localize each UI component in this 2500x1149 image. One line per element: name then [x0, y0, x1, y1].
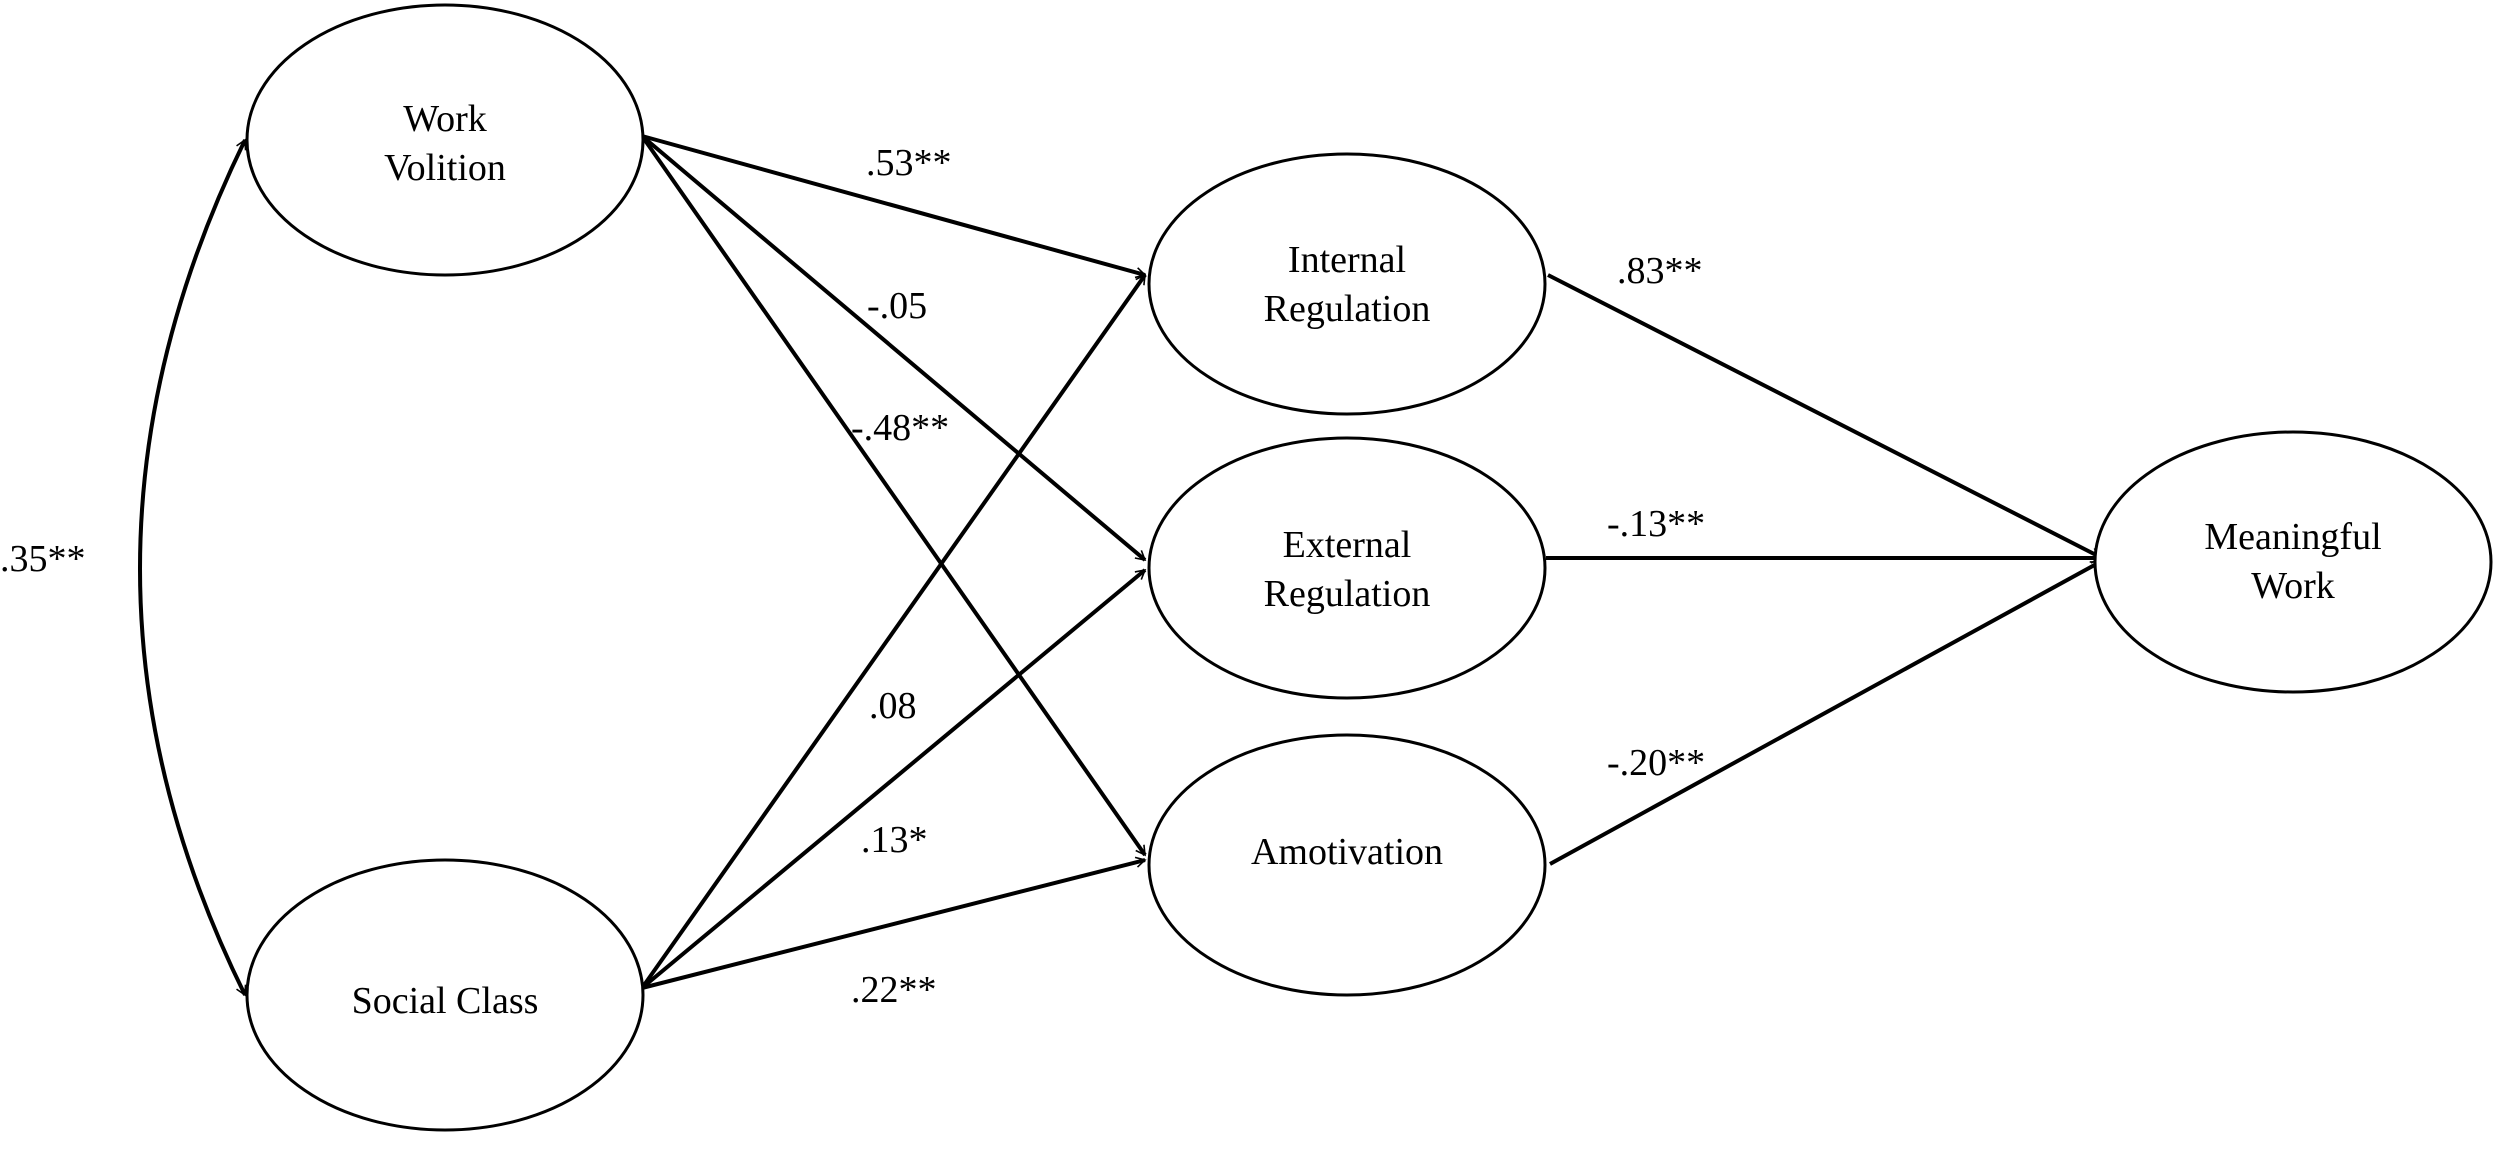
arrow-amotivation-mw [1549, 560, 2102, 866]
node-meaningful-work-label-1: Meaningful [2204, 516, 2381, 558]
node-external-regulation-label-1: External [1283, 524, 1412, 566]
arrow-sc-external [640, 568, 1147, 990]
node-external-regulation: External Regulation [1147, 436, 1547, 700]
node-internal-regulation: Internal Regulation [1147, 152, 1547, 416]
coef-internal-mw: .83** [1617, 250, 1703, 292]
coef-sc-external: .13* [861, 819, 928, 861]
node-social-class: Social Class [245, 858, 645, 1132]
node-internal-regulation-label-1: Internal [1288, 239, 1406, 281]
arrow-sc-internal [640, 273, 1147, 990]
coef-wv-sc: .35** [0, 538, 86, 580]
node-work-volition-label-2: Volition [384, 147, 506, 189]
arrow-internal-mw [1547, 273, 2102, 559]
node-meaningful-work-label-2: Work [2251, 565, 2334, 607]
node-meaningful-work: Meaningful Work [2093, 430, 2493, 694]
coef-wv-amotivation: -.48** [851, 407, 949, 449]
arrow-wv-external [640, 134, 1147, 562]
node-social-class-label: Social Class [352, 980, 539, 1022]
node-internal-regulation-label-2: Regulation [1264, 288, 1431, 330]
node-amotivation-label: Amotivation [1251, 831, 1443, 873]
correlation-arrow-wv-sc [138, 138, 247, 997]
coef-sc-amotivation: .22** [851, 969, 937, 1011]
coef-wv-external: -.05 [867, 285, 927, 327]
node-amotivation: Amotivation [1147, 733, 1547, 997]
coef-amotivation-mw: -.20** [1607, 742, 1705, 784]
coef-wv-internal: .53** [866, 142, 952, 184]
arrow-wv-amotivation [640, 134, 1147, 857]
node-work-volition: Work Volition [245, 3, 645, 277]
node-work-volition-label-1: Work [403, 98, 486, 140]
coef-sc-internal: .08 [869, 685, 917, 727]
node-external-regulation-label-2: Regulation [1264, 573, 1431, 615]
arrow-wv-internal [641, 134, 1147, 279]
coef-external-mw: -.13** [1607, 503, 1705, 545]
arrow-sc-amotivation [641, 856, 1147, 990]
